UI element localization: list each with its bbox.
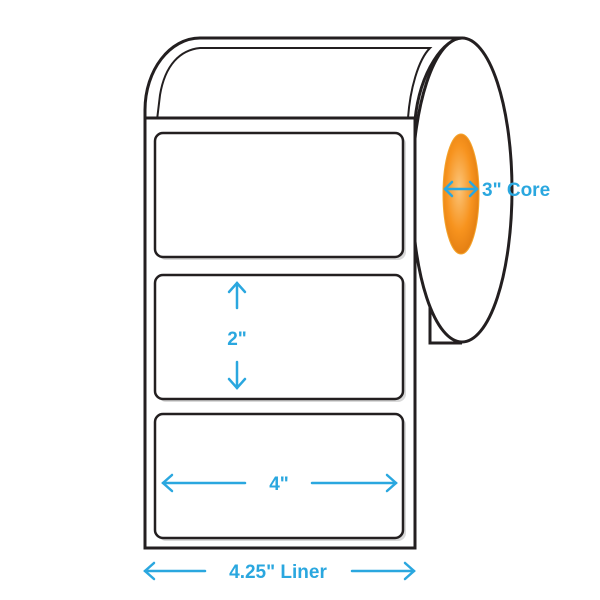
core-arrow-right-head xyxy=(468,180,479,198)
core-dimension xyxy=(443,180,479,198)
roll-core xyxy=(442,133,480,255)
width-arrow-right-head xyxy=(385,473,398,493)
label-width-dimension xyxy=(161,473,398,493)
liner-width-text: 4.25" Liner xyxy=(229,562,327,583)
liner-arrow-right-head xyxy=(403,561,416,581)
height-arrow-up-head xyxy=(227,281,247,294)
roll-top-label xyxy=(155,47,433,122)
label-height-dimension xyxy=(227,281,247,390)
liner-width-dimension xyxy=(143,561,416,581)
width-arrow-left-head xyxy=(161,473,174,493)
core-text: 3" Core xyxy=(482,180,550,201)
label-2 xyxy=(153,273,406,402)
label-height-text: 2" xyxy=(227,329,247,350)
core-arrow-left-head xyxy=(443,180,454,198)
label-1 xyxy=(153,131,406,260)
label-width-text: 4" xyxy=(269,474,289,495)
label-3 xyxy=(153,412,406,541)
height-arrow-down-head xyxy=(227,377,247,390)
liner-arrow-left-head xyxy=(143,561,156,581)
